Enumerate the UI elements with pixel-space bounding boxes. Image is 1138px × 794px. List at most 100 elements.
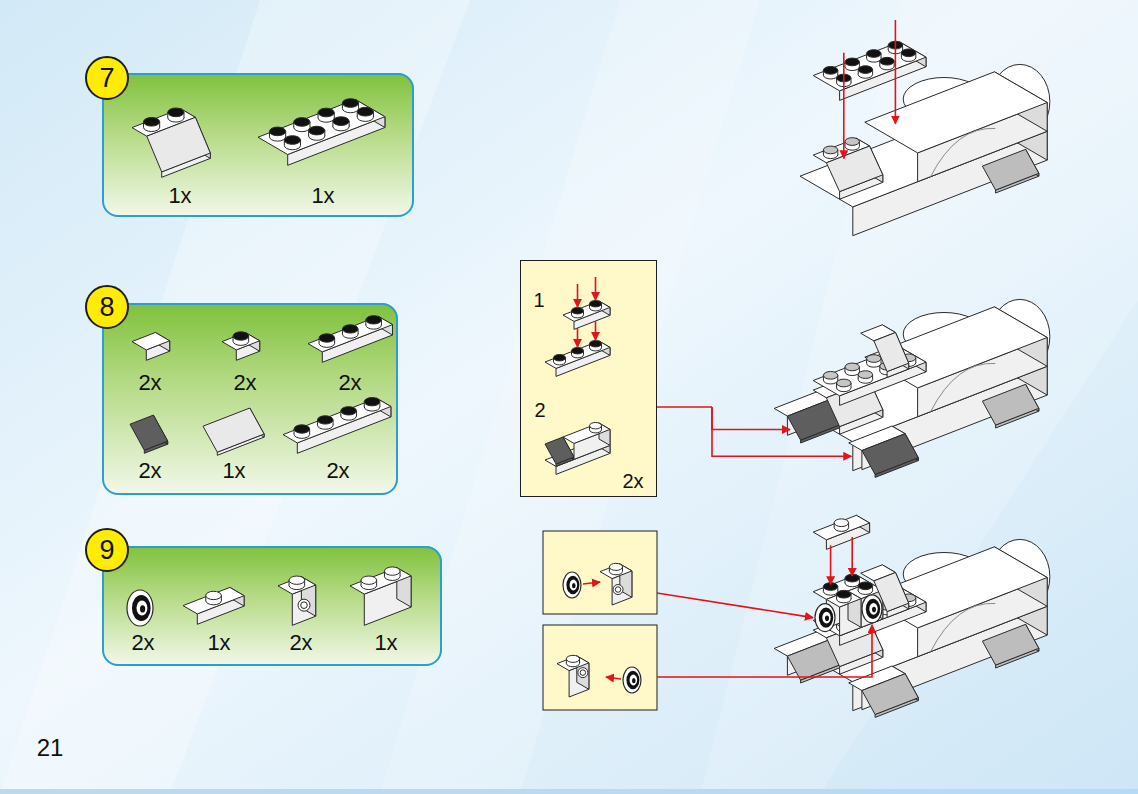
slope-face: [130, 415, 168, 450]
brick-top: [865, 307, 1047, 388]
eye-ring: [566, 576, 579, 595]
brick-top: [132, 333, 170, 350]
side-stud-ring: [580, 670, 586, 676]
red-arrow: [712, 407, 790, 430]
eye-tile: [862, 595, 882, 623]
background-streak: [380, 0, 760, 794]
stud-top: [318, 108, 334, 117]
stud-top: [168, 108, 184, 117]
stud-top: [206, 591, 222, 599]
substep-label: 2x: [622, 471, 643, 491]
panel-fill: [102, 303, 398, 495]
stud-top: [590, 423, 602, 429]
step-circle: 7: [85, 56, 129, 100]
side-stud: [578, 668, 588, 678]
substep-box-small: [543, 625, 657, 710]
stud-top: [294, 425, 310, 433]
stud-top: [823, 146, 837, 154]
background-streak: [700, 0, 1138, 794]
red-arrow: [851, 537, 853, 576]
brick-top: [813, 347, 926, 396]
brick-top: [865, 547, 1047, 628]
red-arrow: [657, 406, 712, 408]
substep-label: 1: [533, 290, 544, 310]
slope-face: [982, 384, 1038, 425]
quantity-label: 2x: [326, 460, 349, 482]
red-arrow: [595, 277, 597, 300]
brick-top: [222, 333, 260, 350]
red-arrow: [712, 407, 851, 456]
quantity-label: 1x: [374, 632, 397, 654]
eye-ring: [866, 599, 880, 619]
side-stud: [613, 585, 623, 595]
slope-face: [862, 434, 918, 475]
stud-top: [342, 99, 358, 108]
brick-top: [563, 301, 610, 321]
eye-tile: [563, 572, 581, 598]
page-number: 21: [37, 736, 64, 760]
side-stud-ring: [615, 587, 621, 593]
brick-top: [350, 568, 411, 595]
background-streak: [0, 0, 470, 794]
eye-ring: [132, 595, 151, 621]
brick-top: [600, 564, 632, 579]
slope-face: [862, 674, 918, 715]
step-circle: 9: [85, 528, 129, 572]
stud-top: [294, 118, 310, 127]
substep-fill: [520, 260, 657, 497]
stud-top: [554, 355, 566, 361]
eye-tile: [623, 667, 641, 693]
eye-ring: [626, 671, 639, 690]
red-arrow: [895, 20, 897, 124]
quantity-label: 2x: [233, 372, 256, 394]
side-stud: [298, 599, 310, 611]
stud-top: [590, 301, 602, 307]
stud-top: [572, 348, 584, 354]
quantity-label: 2x: [138, 372, 161, 394]
eye-pupil: [572, 583, 576, 588]
step-circle: 8: [85, 285, 129, 329]
eye-tile: [815, 604, 835, 632]
eye-pupil: [632, 678, 636, 683]
eye-white: [136, 600, 147, 615]
stud-top: [867, 50, 881, 58]
stud-top: [143, 117, 159, 126]
stud-top: [858, 371, 872, 379]
red-arrow: [577, 284, 579, 307]
step-number: 8: [99, 294, 114, 321]
stud-top: [357, 107, 373, 116]
stud-top: [284, 136, 300, 145]
stud-top: [901, 49, 915, 57]
stud-top: [834, 519, 848, 527]
quantity-label: 1x: [222, 460, 245, 482]
stud-top: [317, 416, 333, 424]
quantity-label: 1x: [168, 185, 191, 207]
red-arrow: [577, 328, 579, 347]
bottom-band: [0, 789, 1138, 794]
quantity-label: 1x: [207, 632, 230, 654]
stud-top: [572, 308, 584, 314]
substep-label: 2: [534, 400, 545, 420]
eye-white: [869, 603, 877, 615]
side-stud-ring: [301, 602, 308, 609]
brick-top: [283, 398, 391, 443]
brick-top: [865, 72, 1047, 153]
brick-top: [278, 577, 316, 594]
step-number: 7: [99, 65, 114, 92]
slope-face: [982, 149, 1038, 190]
red-arrow: [657, 625, 872, 677]
brick-top: [813, 515, 869, 540]
stud-top: [845, 58, 859, 66]
quantity-label: 2x: [138, 460, 161, 482]
eye-white: [630, 675, 638, 686]
stud-top: [837, 379, 851, 387]
red-arrow: [606, 677, 621, 679]
brick-top: [308, 316, 393, 352]
stud-top: [858, 66, 872, 74]
red-arrow: [583, 582, 600, 584]
eye-tile: [127, 590, 153, 626]
step-number: 9: [99, 537, 114, 564]
